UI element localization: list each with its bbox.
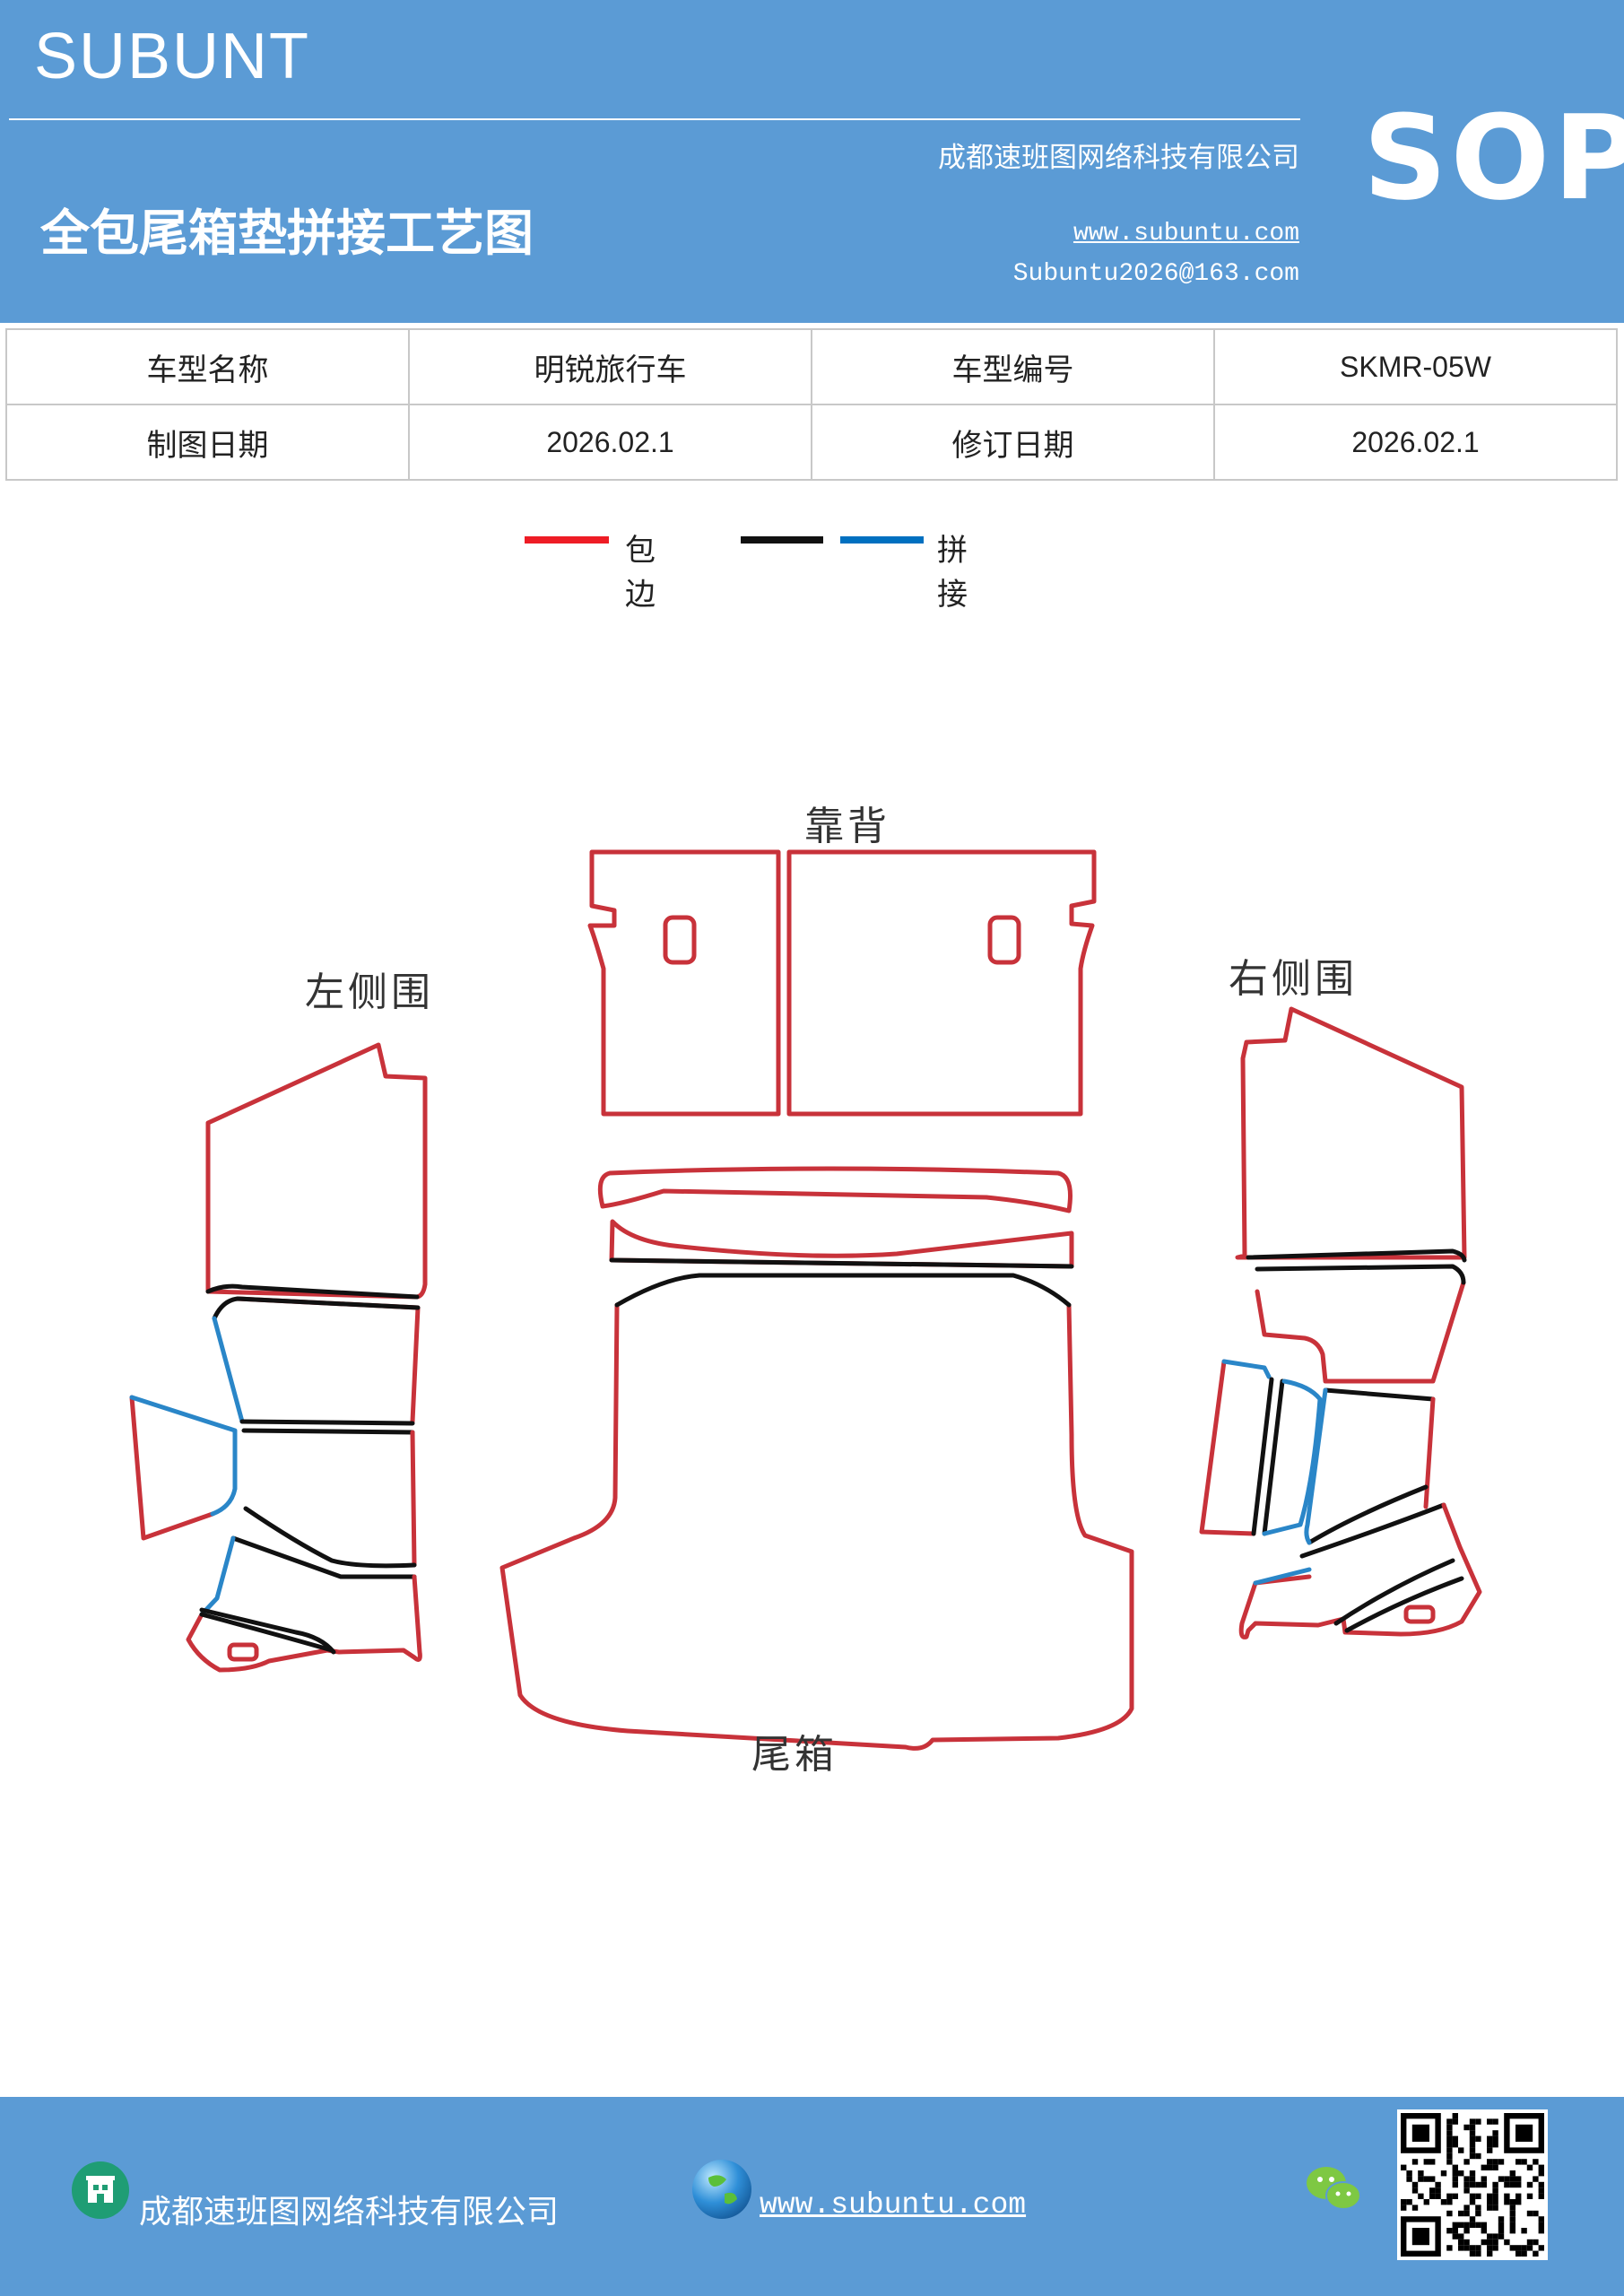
backrest-right-panel bbox=[786, 849, 1097, 1117]
legend-label-edge: 包边 bbox=[625, 533, 656, 613]
left-side-seam-7 bbox=[199, 1612, 334, 1653]
building-icon bbox=[72, 2161, 129, 2219]
right-side-divider-2 bbox=[1262, 1378, 1285, 1536]
right-side-panel-2 bbox=[1255, 1280, 1466, 1384]
vehicle-name-label: 车型名称 bbox=[5, 328, 410, 405]
wechat-icon[interactable] bbox=[1302, 2161, 1365, 2215]
label-trunk: 尾箱 bbox=[751, 1732, 838, 1778]
right-side-panel-3 bbox=[1423, 1396, 1436, 1509]
right-side-vent-hole bbox=[1403, 1605, 1436, 1624]
vehicle-code-value: SKMR-05W bbox=[1213, 328, 1618, 405]
trunk-mat-diagram bbox=[129, 849, 1482, 1751]
table-row: 车型名称 明锐旅行车 车型编号 SKMR-05W bbox=[5, 328, 1618, 405]
label-left-side: 左侧围 bbox=[305, 970, 434, 1015]
left-side-vent-hole bbox=[227, 1642, 259, 1662]
legend-swatch-blue-seam bbox=[840, 536, 924, 544]
left-side-seam-6 bbox=[230, 1535, 417, 1579]
right-side-seam-blue-1 bbox=[1304, 1387, 1328, 1545]
left-side-corner-piece bbox=[129, 1395, 215, 1541]
right-side-seam-3 bbox=[1323, 1387, 1436, 1402]
header-banner: SUBUNT 成都速班图网络科技有限公司 全包尾箱垫拼接工艺图 www.subu… bbox=[0, 0, 1624, 323]
revision-date-value: 2026.02.1 bbox=[1213, 404, 1618, 481]
website-link[interactable]: www.subuntu.com bbox=[1073, 220, 1299, 248]
vehicle-name-value: 明锐旅行车 bbox=[408, 328, 812, 405]
left-side-seam-2 bbox=[212, 1296, 421, 1321]
drawing-date-value: 2026.02.1 bbox=[408, 404, 812, 481]
legend-swatch-edge bbox=[525, 536, 609, 544]
right-side-seam-6 bbox=[1333, 1558, 1455, 1626]
left-side-seam-blue-3 bbox=[199, 1535, 236, 1617]
table-row: 制图日期 2026.02.1 修订日期 2026.02.1 bbox=[5, 404, 1618, 481]
right-side-seam-2 bbox=[1255, 1264, 1466, 1285]
brand-name: SUBUNT bbox=[34, 21, 311, 92]
left-side-seam-blue-2 bbox=[129, 1395, 238, 1517]
footer-website-link[interactable]: www.subuntu.com bbox=[760, 2188, 1027, 2222]
right-side-divider-seam-1 bbox=[1221, 1359, 1272, 1379]
left-side-bottom-panel bbox=[186, 1574, 422, 1673]
right-side-divider-seam-2 bbox=[1262, 1378, 1323, 1536]
right-side-seam-blue-2 bbox=[1253, 1567, 1312, 1586]
right-side-seam-7 bbox=[1344, 1576, 1464, 1633]
left-side-seam-3 bbox=[239, 1419, 415, 1426]
right-side-seam-5 bbox=[1299, 1502, 1446, 1559]
right-side-divider-panel-1 bbox=[1199, 1359, 1256, 1536]
trunk-strip-top bbox=[597, 1166, 1073, 1213]
trunk-floor-panel bbox=[499, 1302, 1134, 1751]
header-divider bbox=[9, 118, 1300, 120]
sop-badge: SOP bbox=[1363, 90, 1624, 226]
company-name: 成都速班图网络科技有限公司 bbox=[938, 142, 1299, 174]
trunk-strip-seam bbox=[609, 1257, 1074, 1269]
right-side-divider-1 bbox=[1251, 1377, 1274, 1536]
right-side-bottom-panel bbox=[1238, 1502, 1482, 1639]
drawing-date-label: 制图日期 bbox=[5, 404, 410, 481]
left-side-top-panel bbox=[205, 1042, 428, 1300]
right-side-top-panel bbox=[1235, 1006, 1467, 1260]
qr-code[interactable] bbox=[1397, 2109, 1548, 2260]
left-side-seam-blue-1 bbox=[212, 1316, 245, 1424]
left-side-seam-4 bbox=[241, 1428, 415, 1435]
label-right-side: 右侧围 bbox=[1229, 956, 1358, 1002]
left-side-seam-5 bbox=[243, 1506, 417, 1569]
legend-swatch-black-seam bbox=[741, 536, 823, 544]
left-side-panel-2 bbox=[235, 1296, 421, 1424]
document-title: 全包尾箱垫拼接工艺图 bbox=[40, 204, 534, 262]
legend-label-seam: 拼接 bbox=[937, 533, 968, 613]
globe-icon bbox=[692, 2160, 751, 2219]
label-backrest: 靠背 bbox=[804, 804, 890, 849]
right-side-seam-4 bbox=[1307, 1484, 1429, 1545]
left-side-seam-1 bbox=[205, 1283, 420, 1300]
footer-company-name: 成都速班图网络科技有限公司 bbox=[139, 2194, 560, 2231]
vehicle-code-label: 车型编号 bbox=[811, 328, 1215, 405]
left-side-panel-3 bbox=[410, 1430, 417, 1568]
backrest-left-panel bbox=[587, 849, 781, 1117]
right-side-seam-1 bbox=[1246, 1248, 1467, 1263]
revision-date-label: 修订日期 bbox=[811, 404, 1215, 481]
vehicle-info-table: 车型名称 明锐旅行车 车型编号 SKMR-05W 制图日期 2026.02.1 … bbox=[5, 328, 1618, 481]
trunk-floor-seam bbox=[614, 1273, 1072, 1308]
trunk-strip-middle bbox=[609, 1219, 1074, 1269]
contact-email: Subuntu2026@163.com bbox=[1012, 260, 1299, 288]
left-side-seam-8 bbox=[199, 1607, 336, 1655]
